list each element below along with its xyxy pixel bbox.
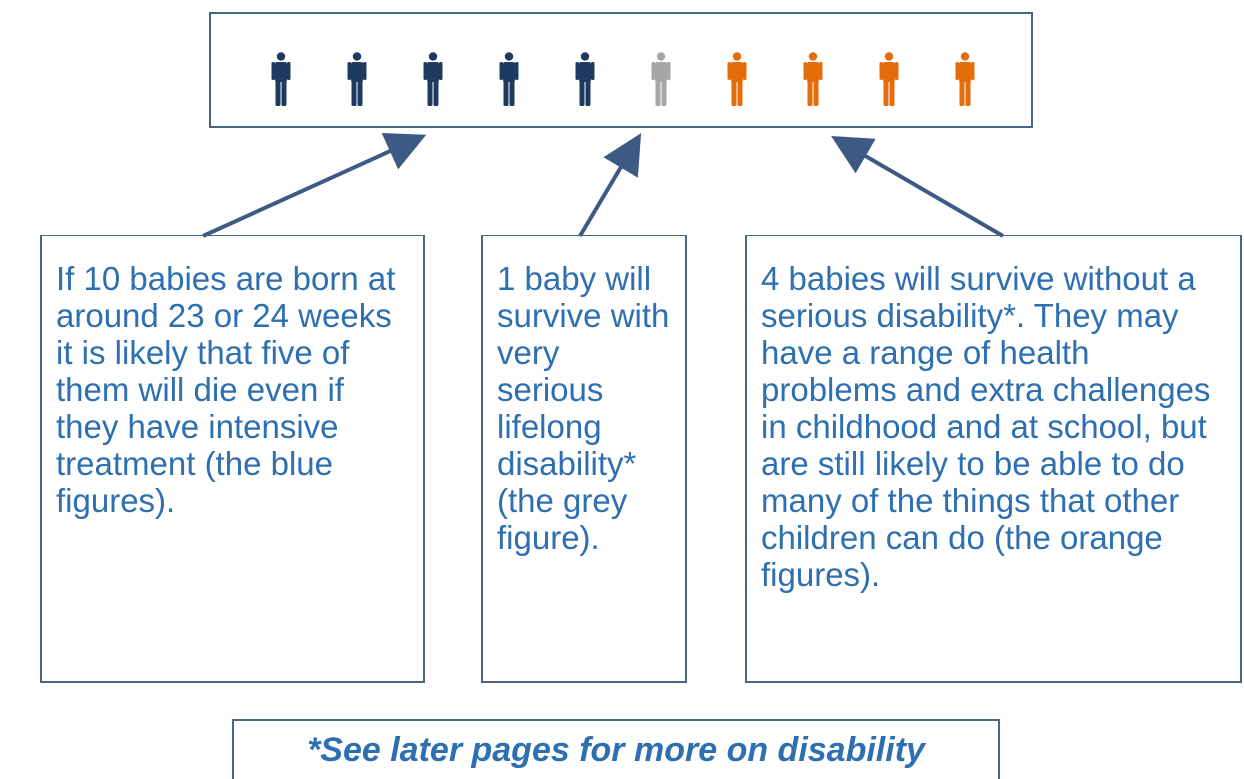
arrow-left — [202, 133, 427, 238]
arrow-right — [831, 135, 1005, 238]
person-icon-serious-disability — [651, 52, 671, 106]
serious-disability-description-box: 1 baby will survive with very serious li… — [481, 235, 687, 683]
figure-array-box — [209, 12, 1033, 128]
arrow-middle — [578, 133, 642, 238]
died-description: If 10 babies are born at around 23 or 24… — [56, 260, 396, 519]
person-icon-no-serious-disability — [803, 52, 823, 106]
serious-disability-description: 1 baby will survive with very serious li… — [497, 260, 670, 556]
person-icon-died — [347, 52, 367, 106]
died-description-box: If 10 babies are born at around 23 or 24… — [40, 235, 425, 683]
person-icon-no-serious-disability — [879, 52, 899, 106]
person-icon-died — [499, 52, 519, 106]
no-serious-disability-description-box: 4 babies will survive without a serious … — [745, 235, 1242, 683]
footnote: *See later pages for more on disability — [307, 731, 925, 769]
person-icon-no-serious-disability — [955, 52, 975, 106]
person-icon-no-serious-disability — [727, 52, 747, 106]
footnote-box: *See later pages for more on disability — [232, 719, 1000, 779]
person-icon-died — [575, 52, 595, 106]
person-icon-died — [271, 52, 291, 106]
person-icon-died — [423, 52, 443, 106]
no-serious-disability-description: 4 babies will survive without a serious … — [761, 260, 1211, 593]
